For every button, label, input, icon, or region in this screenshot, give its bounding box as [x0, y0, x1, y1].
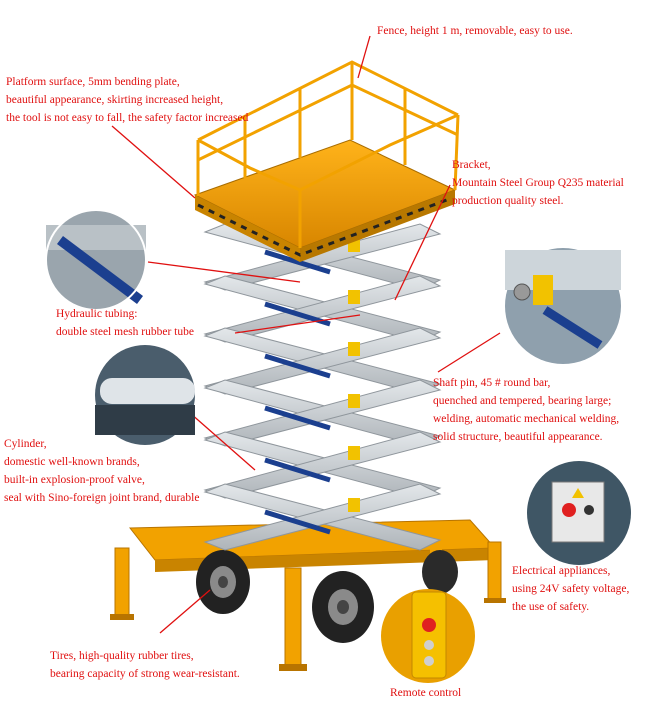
platform [193, 139, 457, 262]
bracket-annotation-line: Bracket, [452, 159, 491, 171]
cylinder-annotation-line: seal with Sino-foreign joint brand, dura… [4, 492, 200, 504]
electrical-annotation-line: Electrical appliances, [512, 565, 611, 577]
shaft-annotation-line: quenched and tempered, bearing large; [433, 395, 612, 407]
shaft-annotation-line: welding, automatic mechanical welding, [433, 413, 620, 425]
bracket-annotation: Bracket, Mountain Steel Group Q235 mater… [452, 156, 624, 210]
fence [196, 60, 460, 248]
hydraulic-cylinder [264, 353, 331, 379]
tires [196, 550, 458, 643]
cylinder-annotation-line: built-in explosion-proof valve, [4, 474, 145, 486]
platform-annotation: Platform surface, 5mm bending plate, bea… [6, 73, 248, 127]
remote-control-detail-icon [381, 589, 475, 683]
electrical-box-detail-icon [527, 461, 631, 565]
scissor-joint [348, 394, 360, 408]
fence-annotation-line: Fence, height 1 m, removable, easy to us… [377, 25, 573, 37]
tires-annotation: Tires, high-quality rubber tires, bearin… [50, 647, 240, 683]
platform-annotation-line: beautiful appearance, skirting increased… [6, 94, 224, 106]
scissor-joint [348, 342, 360, 356]
shaft-annotation-line: solid structure, beautiful appearance. [433, 431, 603, 443]
bracket-annotation-line: production quality steel. [452, 195, 564, 207]
hydraulic-cylinder [264, 509, 331, 535]
hydraulic-annotation-line: Hydraulic tubing: [56, 308, 138, 320]
scissor-joint [348, 498, 360, 512]
hydraulic-annotation: Hydraulic tubing: double steel mesh rubb… [56, 305, 194, 341]
electrical-annotation-line: the use of safety. [512, 601, 590, 613]
remote-annotation-line: Remote control [390, 687, 462, 699]
hydraulic-cylinder [264, 405, 331, 431]
electrical-annotation-line: using 24V safety voltage, [512, 583, 630, 595]
hydraulic-tubing-detail-icon [45, 209, 147, 311]
chassis [110, 519, 506, 671]
scissor-joint [348, 290, 360, 304]
electrical-annotation: Electrical appliances, using 24V safety … [512, 562, 629, 616]
shaft-annotation: Shaft pin, 45 # round bar, quenched and … [433, 374, 619, 446]
bracket-annotation-line: Mountain Steel Group Q235 material [452, 177, 624, 189]
hydraulic-annotation-line: double steel mesh rubber tube [56, 326, 194, 338]
platform-annotation-line: the tool is not easy to fall, the safety… [6, 112, 249, 124]
hydraulic-cylinder [264, 249, 331, 275]
shaft-annotation-line: Shaft pin, 45 # round bar, [433, 377, 551, 389]
scissor-arms [203, 223, 442, 551]
hydraulic-cylinder [264, 457, 331, 483]
shaft-pin-detail-icon [505, 248, 621, 364]
leader-lines [111, 35, 501, 634]
cylinder-detail-icon [95, 345, 195, 445]
scissor-joint [348, 446, 360, 460]
fence-annotation: Fence, height 1 m, removable, easy to us… [377, 22, 573, 40]
tires-annotation-line: Tires, high-quality rubber tires, [50, 650, 194, 662]
cylinder-annotation-line: domestic well-known brands, [4, 456, 140, 468]
platform-annotation-line: Platform surface, 5mm bending plate, [6, 76, 180, 88]
cylinder-annotation: Cylinder, domestic well-known brands, bu… [4, 435, 199, 507]
tires-annotation-line: bearing capacity of strong wear-resistan… [50, 668, 240, 680]
remote-annotation: Remote control [390, 684, 461, 702]
cylinder-annotation-line: Cylinder, [4, 438, 47, 450]
